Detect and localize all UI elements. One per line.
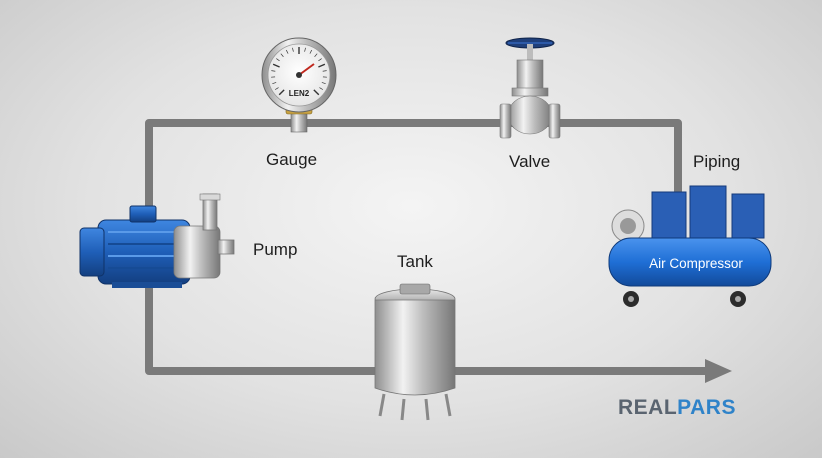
realpars-logo: REALPARS bbox=[618, 396, 736, 420]
centrifugal-pump bbox=[79, 193, 235, 288]
globe-valve bbox=[499, 37, 561, 139]
compressor-label: Air Compressor bbox=[649, 256, 743, 271]
logo-part-real: REAL bbox=[618, 396, 678, 419]
tank-label: Tank bbox=[397, 252, 433, 271]
gauge-label: Gauge bbox=[266, 150, 318, 169]
valve-label: Valve bbox=[509, 152, 551, 171]
pipe-loop bbox=[145, 119, 710, 375]
piping-label: Piping bbox=[693, 152, 741, 171]
pump-label: Pump bbox=[253, 240, 298, 259]
logo-part-pars: PARS bbox=[677, 396, 736, 419]
air-compressor: Air Compressor bbox=[608, 185, 772, 307]
pressure-gauge: LEN2 bbox=[261, 37, 337, 133]
storage-tank bbox=[374, 283, 456, 421]
flow-arrow-head bbox=[705, 359, 732, 383]
gauge-brand-text: LEN2 bbox=[289, 89, 310, 98]
